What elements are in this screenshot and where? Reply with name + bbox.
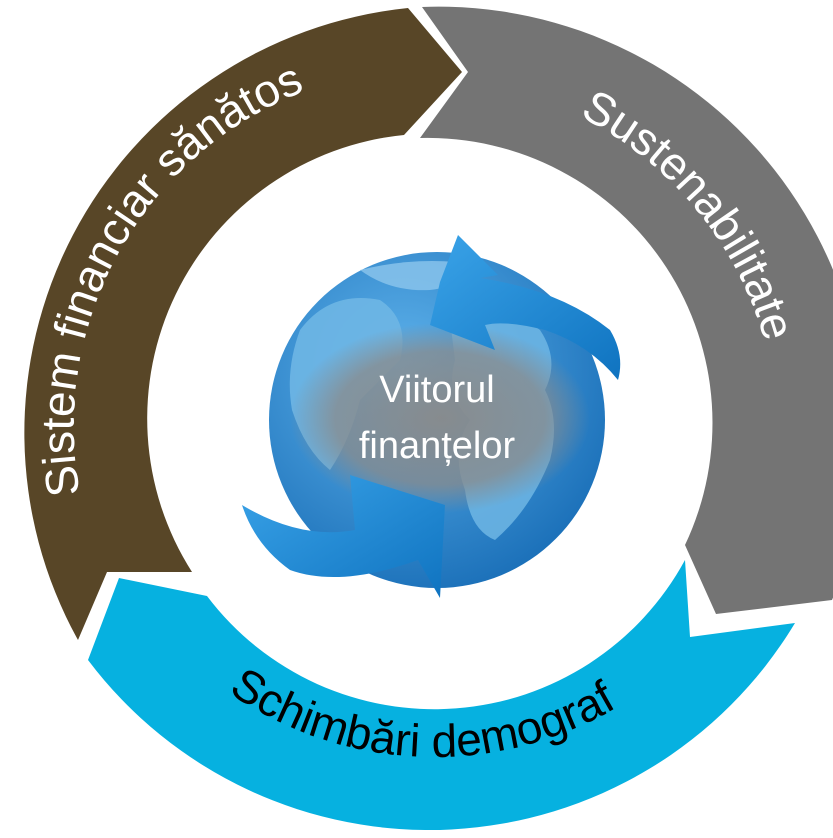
arrow-lower-icon <box>242 475 445 598</box>
arrow-upper-icon <box>430 235 621 380</box>
segment-demographics <box>88 560 795 831</box>
segment-financial <box>24 8 463 640</box>
globe-arrows <box>242 235 621 598</box>
center-title-line1: Viitorul <box>379 369 494 411</box>
globe-center-overlay <box>290 323 590 513</box>
center-title-line2: finanțelor <box>359 425 516 467</box>
ring <box>24 6 833 831</box>
segment-sustainability <box>420 6 833 614</box>
